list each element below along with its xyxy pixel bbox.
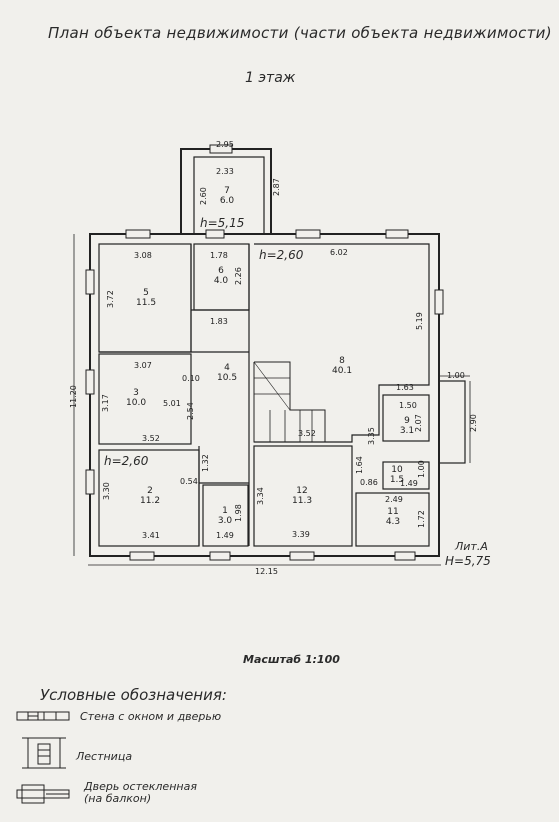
- dim-label: 0.86: [360, 478, 378, 487]
- room-9-number: 9: [404, 416, 410, 426]
- room9-outline: [382, 394, 430, 442]
- dim-label: 2.95: [216, 140, 234, 149]
- room-2-number: 2: [147, 486, 153, 496]
- room-11-number: 11: [387, 507, 399, 517]
- dim-label: 1.64: [355, 456, 364, 474]
- dim-label: 3.52: [142, 434, 160, 443]
- dim-label: 2.90: [469, 414, 478, 432]
- dim-label: 3.17: [101, 394, 110, 412]
- dim-label: 1.63: [396, 383, 414, 392]
- room1-outline: [202, 484, 249, 547]
- dim-label: 3.72: [106, 290, 115, 308]
- room-11-area: 4.3: [385, 517, 401, 527]
- dim-label: 3.08: [134, 251, 152, 260]
- room-4-area: 10.5: [217, 373, 238, 383]
- dim-label: 3.30: [102, 482, 111, 500]
- room-7-number: 7: [224, 186, 230, 196]
- room11-outline: [355, 492, 430, 547]
- room-6-area: 4.0: [213, 276, 229, 286]
- dim-label: 0.54: [180, 477, 198, 486]
- dim-label: 2.26: [234, 267, 243, 285]
- room-10-area: 1.5: [389, 475, 405, 485]
- dim-label: 1.00: [447, 371, 465, 380]
- dim-label: 0.10: [182, 374, 200, 383]
- dim-label: 3.41: [142, 531, 160, 540]
- dim-label: 1.49: [216, 531, 234, 540]
- room-1-area: 3.0: [217, 516, 233, 526]
- room-1-number: 1: [222, 506, 228, 516]
- room-3-number: 3: [133, 388, 139, 398]
- room-6-number: 6: [218, 266, 224, 276]
- dim-label: 3.35: [367, 427, 376, 445]
- room-5-number: 5: [143, 288, 149, 298]
- dim-label: 6.02: [330, 248, 348, 257]
- dim-label: 5.01: [163, 399, 181, 408]
- legend-door-sublabel: (на балкон): [84, 792, 152, 805]
- dim-label: 2.07: [414, 414, 423, 432]
- room-5-area: 11.5: [136, 298, 157, 308]
- room-7-area: 6.0: [219, 196, 235, 206]
- dim-label: 1.50: [399, 401, 417, 410]
- page-title: План объекта недвижимости (части объекта…: [48, 24, 552, 42]
- dim-label: 1.83: [210, 317, 228, 326]
- dim-label: 2.49: [385, 495, 403, 504]
- legend-symbols: [16, 711, 70, 804]
- room-4-number: 4: [224, 363, 230, 373]
- room-8-number: 8: [339, 356, 345, 366]
- building-height: H=5,75: [445, 554, 491, 568]
- room3-outline: [98, 353, 192, 445]
- dim-label: 2.87: [272, 178, 281, 196]
- room-9-area: 3.1: [399, 426, 415, 436]
- legend-stairs-label: Лестница: [76, 750, 133, 763]
- room-12-area: 11.3: [292, 496, 313, 506]
- dim-label: 5.19: [415, 312, 424, 330]
- scale-label: Масштаб 1:100: [243, 653, 340, 666]
- floor-label: 1 этаж: [245, 70, 296, 86]
- dim-label: 2.33: [216, 167, 234, 176]
- hall-height: h=2,60: [259, 248, 304, 262]
- dim-label: 1.32: [201, 454, 210, 472]
- porch-height: h=5,15: [200, 216, 245, 230]
- dim-label: 2.54: [186, 402, 195, 420]
- dim-label: 3.07: [134, 361, 152, 370]
- room-10-number: 10: [391, 465, 403, 475]
- legend-door-label: Дверь остекленная: [84, 780, 197, 793]
- room-12-number: 12: [296, 486, 308, 496]
- dim-label: 1.49: [400, 479, 418, 488]
- room-3-area: 10.0: [126, 398, 147, 408]
- room-2-area: 11.2: [140, 496, 161, 506]
- dim-label: 12.15: [255, 567, 278, 576]
- lit-label: Лит.А: [455, 540, 488, 553]
- legend-title: Условные обозначения:: [40, 686, 227, 704]
- dim-label: 11.20: [69, 385, 78, 408]
- dim-label: 1.72: [417, 510, 426, 528]
- balcony: [438, 380, 466, 464]
- dim-label: 2.60: [199, 187, 208, 205]
- dim-label: 3.52: [298, 429, 316, 438]
- dim-label: 1.00: [417, 460, 426, 478]
- dim-label: 1.98: [234, 504, 243, 522]
- dim-label: 3.34: [256, 487, 265, 505]
- dim-label: 1.78: [210, 251, 228, 260]
- room2-height: h=2,60: [104, 454, 149, 468]
- dim-label: 3.39: [292, 530, 310, 539]
- room-8-area: 40.1: [332, 366, 353, 376]
- legend-wall-label: Стена с окном и дверью: [80, 710, 222, 723]
- room12-outline: [253, 445, 353, 547]
